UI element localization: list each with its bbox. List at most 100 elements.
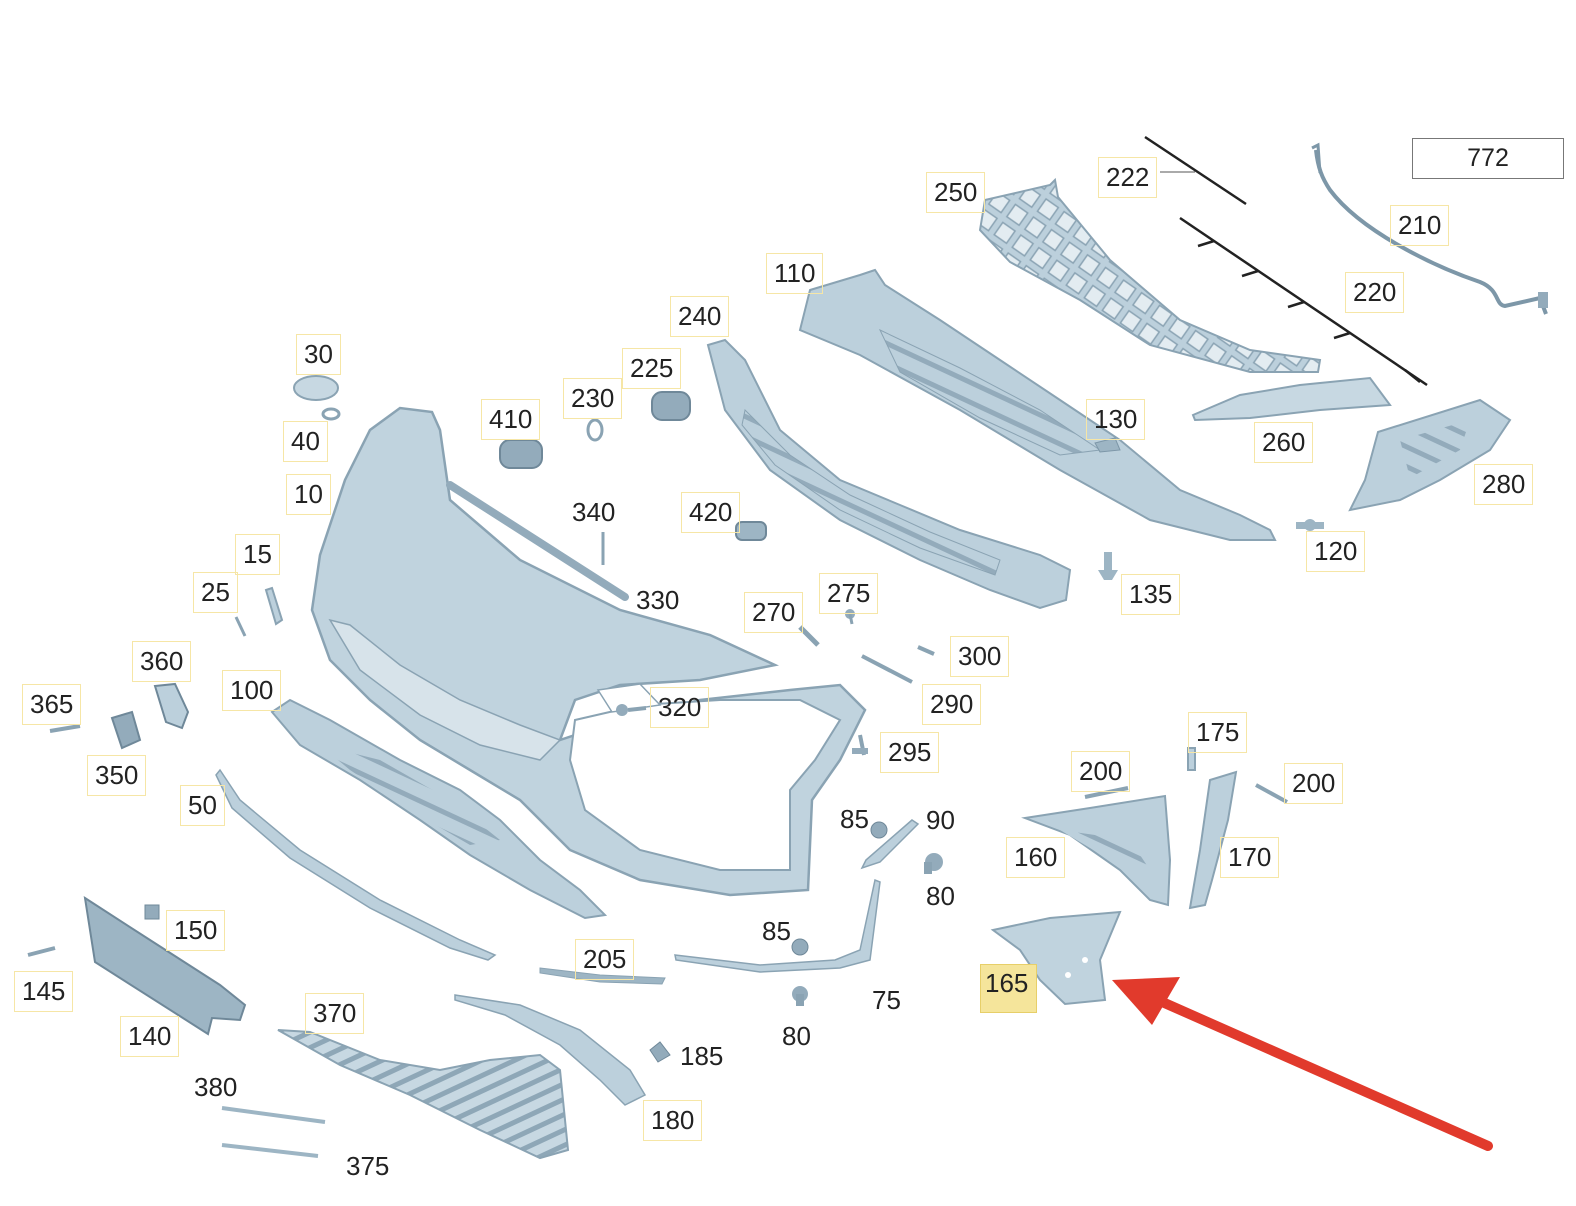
part-260-grille-insert <box>1191 376 1392 422</box>
part-140-license-plate-bracket <box>83 895 247 1036</box>
part-170-side-bracket <box>1188 770 1238 910</box>
callout-375[interactable]: 375 <box>346 1151 390 1181</box>
part-375-strip <box>221 1143 319 1158</box>
callout-410[interactable]: 410 <box>481 399 541 440</box>
callout-90[interactable]: 90 <box>926 805 955 835</box>
part-365-bolt <box>49 724 81 733</box>
red-arrow-shaft <box>1155 996 1493 1151</box>
callout-50[interactable]: 50 <box>180 785 225 826</box>
callout-80-lower[interactable]: 80 <box>782 1021 811 1051</box>
callout-170[interactable]: 170 <box>1220 837 1280 878</box>
callout-220[interactable]: 220 <box>1345 272 1405 313</box>
part-205-strip <box>539 967 666 985</box>
part-135-rivet <box>1098 552 1118 580</box>
part-15-clip <box>264 586 284 626</box>
callout-130[interactable]: 130 <box>1086 399 1146 440</box>
callout-120[interactable]: 120 <box>1306 531 1366 572</box>
part-90-trim <box>860 819 920 870</box>
callout-200-left[interactable]: 200 <box>1071 751 1131 792</box>
part-50-lower-trim <box>215 768 497 961</box>
callout-350[interactable]: 350 <box>87 755 147 796</box>
callout-140[interactable]: 140 <box>120 1016 180 1057</box>
part-180-trim <box>454 994 647 1106</box>
callout-145[interactable]: 145 <box>14 971 74 1012</box>
callout-222[interactable]: 222 <box>1098 157 1158 198</box>
callout-15[interactable]: 15 <box>235 534 280 575</box>
callout-260[interactable]: 260 <box>1254 422 1314 463</box>
part-295-screw <box>852 734 868 756</box>
callout-275[interactable]: 275 <box>819 573 879 614</box>
callout-360[interactable]: 360 <box>132 641 192 682</box>
part-380-strip <box>221 1106 326 1124</box>
part-85-nut-upper <box>870 821 888 839</box>
callout-100[interactable]: 100 <box>222 670 282 711</box>
part-420-sensor <box>735 521 767 541</box>
callout-290[interactable]: 290 <box>922 684 982 725</box>
callout-240[interactable]: 240 <box>670 296 730 337</box>
callout-300[interactable]: 300 <box>950 636 1010 677</box>
part-150-clip <box>144 904 160 920</box>
part-25-pin <box>234 616 247 637</box>
callout-175[interactable]: 175 <box>1188 712 1248 753</box>
part-80-screw-upper <box>924 853 943 874</box>
callout-40[interactable]: 40 <box>283 421 328 462</box>
callout-200-right[interactable]: 200 <box>1284 763 1344 804</box>
callout-230[interactable]: 230 <box>563 378 623 419</box>
callout-295[interactable]: 295 <box>880 732 940 773</box>
part-75-trim <box>674 878 881 973</box>
group-number-box: 772 <box>1412 138 1564 179</box>
callout-180[interactable]: 180 <box>643 1100 703 1141</box>
callout-370[interactable]: 370 <box>305 993 365 1034</box>
part-350-module <box>110 710 142 750</box>
callout-30[interactable]: 30 <box>296 334 341 375</box>
callout-185[interactable]: 185 <box>680 1041 724 1071</box>
callout-150[interactable]: 150 <box>166 910 226 951</box>
part-220-clip-rail <box>1179 216 1428 387</box>
callout-75[interactable]: 75 <box>872 985 901 1015</box>
part-230-ring <box>586 418 604 442</box>
part-290-strip <box>861 654 913 684</box>
part-30-cover-cap <box>293 375 339 401</box>
callout-85-upper[interactable]: 85 <box>840 804 869 834</box>
part-250-upper-grille <box>978 177 1322 373</box>
callout-420[interactable]: 420 <box>681 492 741 533</box>
part-300-clip <box>917 645 935 656</box>
callout-210[interactable]: 210 <box>1390 205 1450 246</box>
part-185-clip <box>649 1041 671 1063</box>
part-225-sensor <box>651 391 691 421</box>
part-370-lower-grille <box>277 1029 570 1160</box>
part-200-bolt-left <box>1084 786 1129 799</box>
part-40-washer <box>321 407 341 421</box>
callout-380[interactable]: 380 <box>194 1072 238 1102</box>
callout-10[interactable]: 10 <box>286 474 331 515</box>
callout-80-upper[interactable]: 80 <box>926 881 955 911</box>
callout-160[interactable]: 160 <box>1006 837 1066 878</box>
part-85-nut-lower <box>791 938 809 956</box>
callout-110[interactable]: 110 <box>766 253 824 294</box>
part-80-screw-lower <box>792 986 808 1006</box>
part-175-clip <box>1187 747 1196 771</box>
callout-85-lower[interactable]: 85 <box>762 916 791 946</box>
part-110-bumper-carrier <box>798 268 1277 541</box>
callout-135[interactable]: 135 <box>1121 574 1181 615</box>
callout-365[interactable]: 365 <box>22 684 82 725</box>
part-120-bolt <box>1296 519 1324 531</box>
part-200-bolt-right <box>1255 783 1288 804</box>
part-165-bracket <box>990 910 1122 1006</box>
part-320-screw <box>616 704 647 716</box>
callout-330[interactable]: 330 <box>636 585 680 615</box>
callout-25[interactable]: 25 <box>193 572 238 613</box>
part-222-rod <box>1144 135 1247 206</box>
callout-225[interactable]: 225 <box>622 348 682 389</box>
callout-280[interactable]: 280 <box>1474 464 1534 505</box>
callout-270[interactable]: 270 <box>744 592 804 633</box>
part-275-screw <box>845 609 855 625</box>
part-410-sensor <box>499 439 543 469</box>
callout-340[interactable]: 340 <box>572 497 616 527</box>
callout-320[interactable]: 320 <box>650 687 710 728</box>
callout-205[interactable]: 205 <box>575 939 635 980</box>
part-330-trim-strip <box>446 481 629 601</box>
callout-250[interactable]: 250 <box>926 172 986 213</box>
callout-165-highlighted[interactable]: 165 <box>980 964 1038 1013</box>
